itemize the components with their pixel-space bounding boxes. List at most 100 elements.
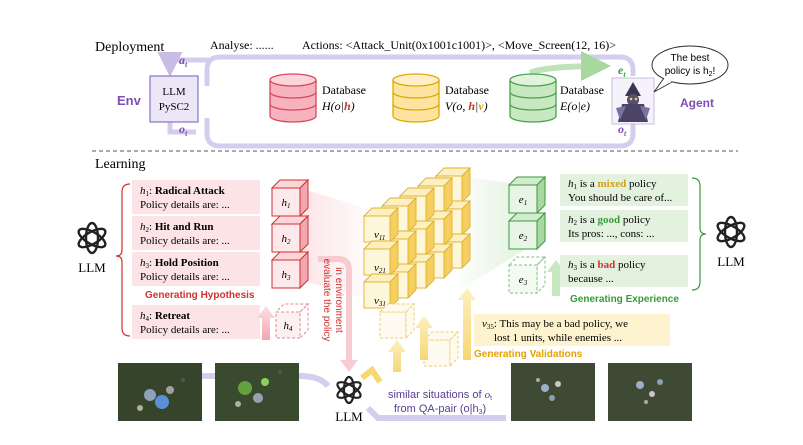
svg-text:h1 is a mixed policy: h1 is a mixed policy	[568, 178, 657, 191]
svg-text:h1: h1	[282, 197, 291, 210]
hypothesis-details: Policy details are: ...	[140, 235, 230, 247]
obs-arrow-left	[167, 122, 196, 135]
similar-situations-line1: similar situations of ot	[388, 389, 492, 402]
obs-loop-bottom	[204, 118, 636, 149]
generating-validations-label: Generating Validations	[474, 349, 583, 360]
validation-cube	[362, 206, 400, 244]
llm-right-label: LLM	[717, 254, 745, 269]
analyse-text: Analyse: ......	[210, 38, 274, 52]
hypothesis-box	[132, 180, 260, 214]
openai-logo-icon	[77, 221, 107, 255]
experience-text-1: h1 is a mixed policy You should be care …	[560, 174, 688, 206]
database-e: Database E(o|e)	[509, 73, 604, 123]
database-v-formula: V(o, h|v)	[445, 99, 488, 113]
hypothesis-details: Policy details are: ...	[140, 271, 230, 283]
generating-hypothesis-label: Generating Hypothesis	[145, 290, 255, 301]
bottom-flow-left	[118, 373, 331, 389]
svg-text:because ...: because ...	[568, 273, 614, 285]
hypothesis-brace	[115, 183, 131, 337]
hypothesis-title: h4: Retreat	[140, 310, 190, 323]
hypothesis-cube-2: h2	[270, 214, 310, 254]
database-e-formula: E(o|e)	[559, 99, 590, 113]
validation-note-line2: lost 1 units, while enemies ...	[494, 332, 622, 344]
hypothesis-fan	[300, 188, 372, 300]
database-icon	[269, 73, 317, 123]
database-h-formula: H(o|h)	[321, 99, 355, 113]
svg-text:Its pros: ..., cons: ...: Its pros: ..., cons: ...	[568, 228, 655, 240]
database-h: Database H(o|h)	[269, 73, 366, 123]
hypothesis-title: h1: Radical Attack	[140, 185, 226, 198]
experience-symbol: et	[618, 63, 626, 79]
openai-logo-icon	[336, 375, 362, 405]
deployment-title: Deployment	[95, 40, 164, 55]
action-loop-top	[204, 54, 636, 86]
hypothesis-box	[132, 216, 260, 250]
svg-text:h4: h4	[284, 320, 294, 333]
validation-cube	[362, 272, 400, 310]
hypothesis-1: h1: Radical Attack Policy details are: .…	[132, 180, 260, 214]
llm-left-label: LLM	[78, 260, 106, 275]
validation-note-box	[474, 314, 670, 346]
svg-text:e3: e3	[519, 274, 528, 287]
actions-text: Actions: <Attack_Unit(0x1001c1001)>, <Mo…	[302, 38, 616, 52]
database-e-label: Database	[560, 83, 604, 97]
database-v: Database V(o, h|v)	[392, 73, 489, 123]
generating-experience-label: Generating Experience	[570, 294, 679, 305]
similar-situations-line2: from QA-pair (o|h3)	[394, 403, 486, 416]
experience-text-2: h2 is a good policy Its pros: ..., cons:…	[560, 210, 688, 242]
evaluate-arrow	[318, 256, 358, 372]
hypothesis-title: h2: Hit and Run	[140, 221, 214, 234]
hypothesis-3: h3: Hold Position Policy details are: ..…	[132, 252, 260, 286]
speech-bubble: The best policy is h2!	[651, 45, 729, 93]
hypothesis-details: Policy details are: ...	[140, 199, 230, 211]
database-v-label: Database	[445, 83, 489, 97]
validation-cube	[362, 239, 400, 277]
hypothesis-4: h4: Retreat Policy details are: ...	[132, 305, 260, 339]
game-screenshot-4	[608, 363, 692, 421]
arrow-icon	[360, 365, 383, 384]
arrow-icon	[388, 340, 406, 372]
validation-label-v21: v21	[374, 262, 386, 275]
openai-logo-icon	[716, 215, 746, 249]
validation-note-line1: v35: This may be a bad policy, we	[482, 318, 628, 331]
learning-title: Learning	[95, 157, 146, 172]
database-h-label: Database	[322, 83, 366, 97]
llm-bottom-label: LLM	[335, 409, 363, 424]
agent-character-icon	[611, 77, 655, 125]
hypothesis-title: h3: Hold Position	[140, 257, 219, 270]
database-icon	[509, 73, 557, 123]
evaluate-text-line1: evaluate the policy	[321, 259, 332, 342]
validation-cube-grid	[362, 166, 472, 310]
hypothesis-cube-1: h1	[270, 178, 310, 218]
validation-label-v31: v31	[374, 295, 386, 308]
bottom-flow-right	[365, 405, 506, 421]
svg-text:h3: h3	[282, 269, 292, 282]
arrow-icon	[458, 288, 476, 360]
svg-text:h2 is a good policy: h2 is a good policy	[568, 214, 651, 227]
hypothesis-cube-4: h4	[274, 302, 310, 340]
arrow-icon	[415, 316, 433, 360]
svg-text:h2: h2	[282, 233, 292, 246]
experience-brace	[691, 177, 707, 291]
experience-cube-3: e3	[507, 255, 547, 295]
game-screenshot-3	[511, 363, 595, 421]
experience-cube-2: e2	[507, 211, 547, 251]
hypothesis-box	[132, 305, 260, 339]
game-screenshot-2	[215, 363, 299, 421]
evaluate-text-line2: in environment	[333, 267, 344, 333]
obs-symbol-left: ot	[179, 122, 188, 138]
svg-text:e1: e1	[519, 194, 527, 207]
env-label: Env	[117, 93, 142, 108]
llm-box-line1: LLM	[162, 86, 185, 98]
experience-cube-1: e1	[507, 175, 547, 215]
svg-text:h3 is a bad policy: h3 is a bad policy	[568, 259, 646, 272]
obs-symbol-right: ot	[618, 122, 627, 138]
hypothesis-details: Policy details are: ...	[140, 324, 230, 336]
llm-pysc2-box	[149, 75, 199, 123]
database-icon	[392, 73, 440, 123]
experience-text-3: h3 is a bad policy because ...	[560, 255, 688, 287]
svg-text:You should be care of...: You should be care of...	[568, 192, 673, 204]
hypothesis-2: h2: Hit and Run Policy details are: ...	[132, 216, 260, 250]
svg-text:e2: e2	[519, 230, 528, 243]
speech-line2: policy is h2!	[665, 66, 716, 78]
